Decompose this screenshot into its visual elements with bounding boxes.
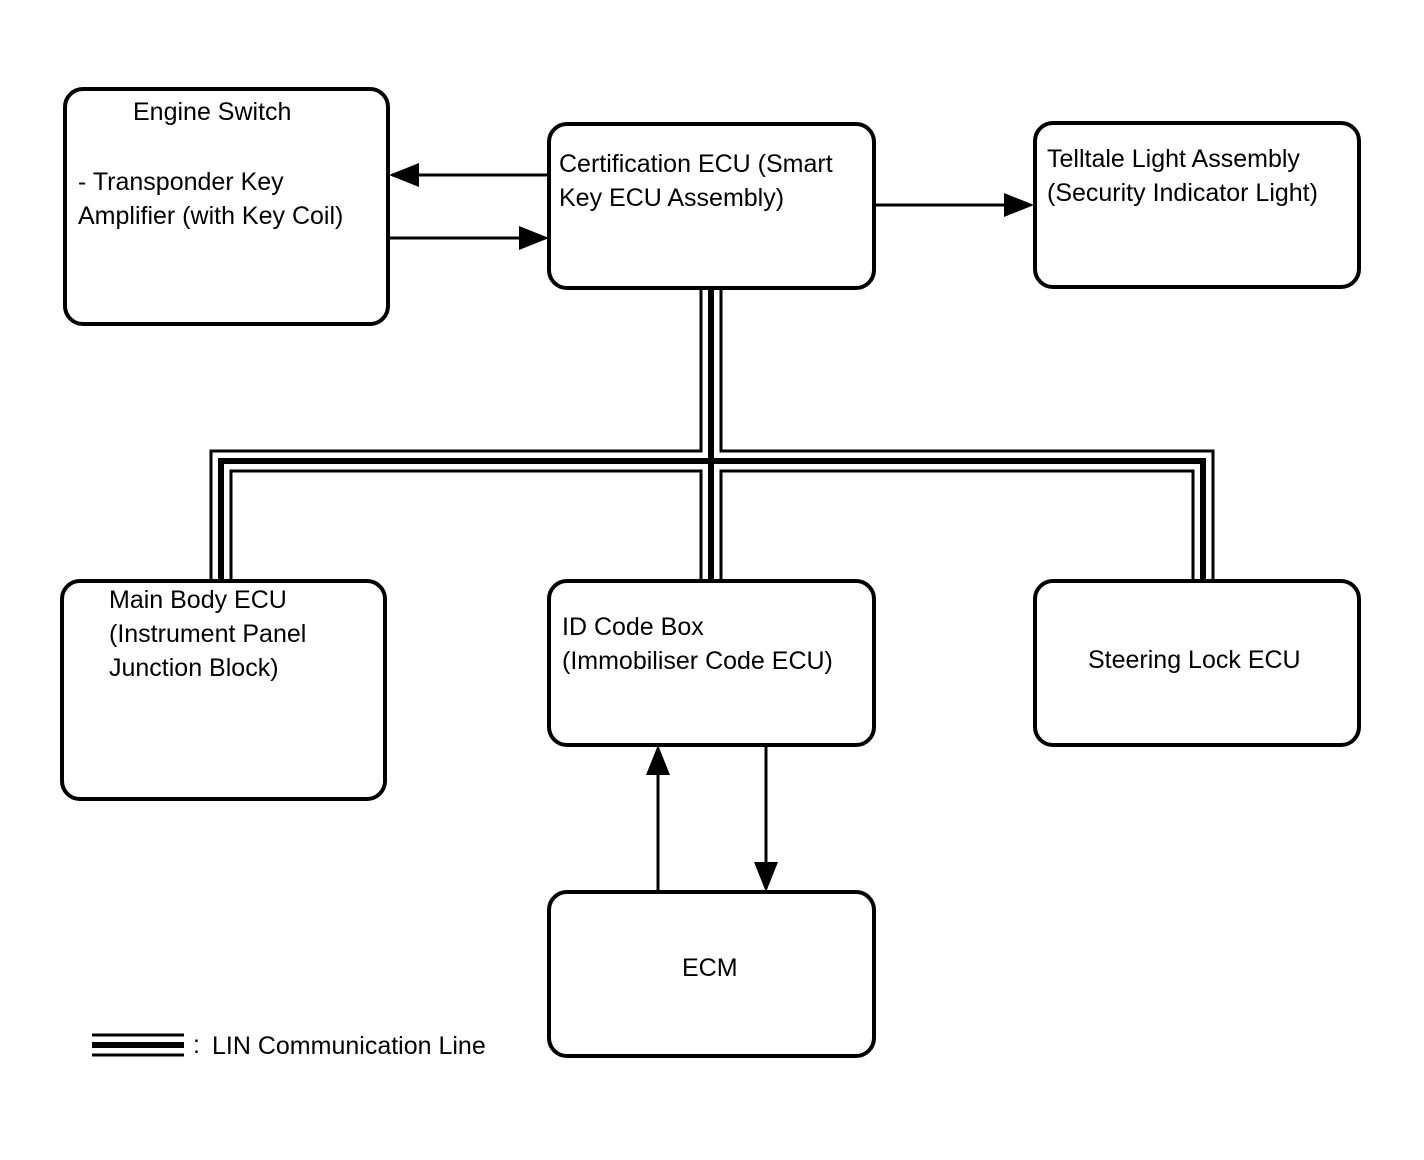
lin-bus-left-branch-center [218, 458, 711, 581]
id-code-box [547, 579, 876, 747]
telltale-light-line1: Telltale Light Assembly [1047, 145, 1300, 173]
main-body-ecu-box [60, 579, 387, 801]
lin-bus-right-inner [719, 469, 1195, 581]
ecm-label: ECM [682, 954, 738, 982]
telltale-light-line2: (Security Indicator Light) [1047, 179, 1318, 207]
lin-bus-right-outer [719, 290, 1215, 581]
engine-switch-box [63, 87, 390, 326]
main-body-ecu-line1: Main Body ECU [109, 586, 287, 614]
steering-lock-ecu-box [1033, 579, 1361, 747]
main-body-ecu-line2: (Instrument Panel [109, 620, 307, 648]
lin-bus-right-branch-center [711, 458, 1206, 581]
legend-separator: : [193, 1031, 200, 1059]
engine-switch-line1: - Transponder Key [78, 168, 284, 196]
engine-switch-title: Engine Switch [133, 98, 292, 126]
lin-bus [209, 290, 1215, 581]
ecm-box [547, 890, 876, 1058]
engine-switch-line2: Amplifier (with Key Coil) [78, 202, 344, 230]
id-code-box-line1: ID Code Box [562, 613, 704, 641]
certification-ecu-box [547, 122, 876, 290]
steering-lock-ecu-label: Steering Lock ECU [1088, 646, 1301, 674]
legend-label: LIN Communication Line [212, 1032, 486, 1060]
lin-bus-left-inner [229, 469, 703, 581]
telltale-light-box [1033, 121, 1361, 289]
id-code-box-line2: (Immobiliser Code ECU) [562, 647, 833, 675]
certification-ecu-line2: Key ECU Assembly) [559, 184, 785, 212]
lin-bus-left-outer [209, 290, 703, 581]
certification-ecu-line1: Certification ECU (Smart [559, 150, 833, 178]
main-body-ecu-line3: Junction Block) [109, 654, 279, 682]
legend-lin-symbol [92, 1033, 184, 1057]
